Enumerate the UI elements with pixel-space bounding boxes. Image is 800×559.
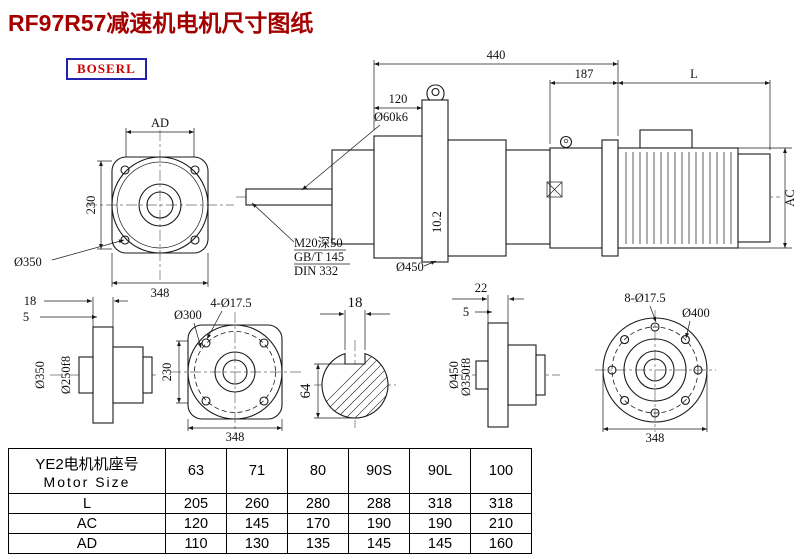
dim-348-bottom: 348 <box>226 430 245 444</box>
dim-key-height-64: 64 <box>298 383 314 399</box>
dim-value-cell: 190 <box>348 513 410 534</box>
note-gb-standard: GB/T 145 <box>294 250 344 264</box>
dim-120: 120 <box>389 92 408 106</box>
dim-L: L <box>690 67 698 81</box>
dim-440: 440 <box>487 48 506 62</box>
dim-value-cell: 318 <box>470 493 532 514</box>
dim-key-width-18: 18 <box>348 295 363 311</box>
table-row-AD: AD 110 130 135 145 145 160 <box>8 533 532 554</box>
dim-value-cell: 120 <box>165 513 227 534</box>
dim-230-bottom: 230 <box>160 363 174 382</box>
dim-od-350: Ø350 <box>14 255 42 269</box>
dim-value-cell: 170 <box>287 513 349 534</box>
dim-flange-450: Ø450 <box>396 260 424 274</box>
dim-row-label: AD <box>8 533 166 554</box>
dim-value-cell: 160 <box>470 533 532 554</box>
drawing-canvas: AD 230 348 Ø350 <box>14 48 797 445</box>
note-din-standard: DIN 332 <box>294 264 338 278</box>
dim-spigot-250f8: Ø250f8 <box>59 356 73 394</box>
dim-5-right: 5 <box>463 305 469 319</box>
dim-bolt-circle-300: Ø300 <box>174 308 202 322</box>
size-column-header: 90S <box>348 448 410 494</box>
dim-od-350-left: Ø350 <box>33 361 47 389</box>
dim-value-cell: 145 <box>348 533 410 554</box>
dim-value-cell: 130 <box>226 533 288 554</box>
dim-187: 187 <box>575 67 594 81</box>
dim-value-cell: 205 <box>165 493 227 514</box>
brand-logo: BOSERL <box>66 58 147 80</box>
page-title: RF97R57减速机电机尺寸图纸 <box>8 10 314 36</box>
motor-fins <box>625 152 732 244</box>
dim-4-holes: 4-Ø17.5 <box>210 296 251 310</box>
dim-row-label: L <box>8 493 166 514</box>
view-flange-front-right: 8-Ø17.5 Ø400 348 <box>595 291 716 445</box>
dim-shaft-diameter: Ø60k6 <box>374 110 408 124</box>
dim-value-cell: 190 <box>409 513 471 534</box>
table-row-L: L 205 260 280 288 318 318 <box>8 493 532 514</box>
dim-od-450-right: Ø450 <box>447 361 461 389</box>
view-flange-front-bottom: 4-Ø17.5 Ø300 230 348 <box>160 296 302 444</box>
dim-18-left: 18 <box>24 294 37 308</box>
dim-ac: AC <box>783 189 797 206</box>
size-column-header: 63 <box>165 448 227 494</box>
table-row-AC: AC 120 145 170 190 190 210 <box>8 513 532 534</box>
size-column-header: 100 <box>470 448 532 494</box>
view-gearmotor-side: 440 187 L 120 Ø60k6 AC M20深50 GB/T 145 D… <box>236 48 797 278</box>
dim-value-cell: 318 <box>409 493 471 514</box>
dim-value-cell: 145 <box>409 533 471 554</box>
dim-230: 230 <box>84 196 98 215</box>
dim-value-cell: 260 <box>226 493 288 514</box>
table-header-en: Motor Size <box>43 473 131 490</box>
size-column-header: 71 <box>226 448 288 494</box>
view-shaft-section: 18 64 <box>298 295 396 428</box>
size-column-header: 80 <box>287 448 349 494</box>
dim-8-holes: 8-Ø17.5 <box>624 291 665 305</box>
dim-348-right: 348 <box>646 431 665 445</box>
view-input-hub-side: 22 5 Ø450 Ø350f8 <box>447 281 560 428</box>
dim-value-cell: 210 <box>470 513 532 534</box>
dim-10-2: 10.2 <box>430 211 444 233</box>
view-flange-front-top: AD 230 348 Ø350 <box>14 116 234 300</box>
dim-value-cell: 135 <box>287 533 349 554</box>
dim-row-label: AC <box>8 513 166 534</box>
motor-size-table: YE2电机机座号 Motor Size 63 71 80 90S 90L 100… <box>8 448 532 554</box>
table-header-cn: YE2电机机座号 <box>35 455 139 473</box>
size-column-header: 90L <box>409 448 471 494</box>
dim-ad: AD <box>151 116 169 130</box>
dim-spigot-350f8: Ø350f8 <box>459 358 473 396</box>
note-tap-hole: M20深50 <box>294 236 343 250</box>
dim-22-right: 22 <box>475 281 488 295</box>
dim-5-left: 5 <box>23 310 29 324</box>
view-output-hub-side: 18 5 Ø350 Ø250f8 <box>23 294 156 424</box>
dim-bolt-circle-400: Ø400 <box>682 306 710 320</box>
dim-value-cell: 145 <box>226 513 288 534</box>
dim-value-cell: 280 <box>287 493 349 514</box>
dim-value-cell: 110 <box>165 533 227 554</box>
dim-348: 348 <box>151 286 170 300</box>
dim-value-cell: 288 <box>348 493 410 514</box>
table-header-motor-size: YE2电机机座号 Motor Size <box>8 448 166 494</box>
